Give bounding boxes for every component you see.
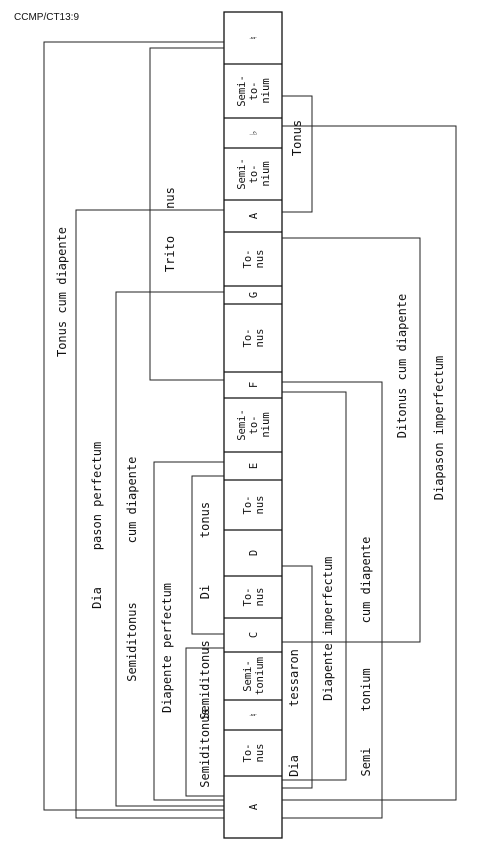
scale-cell-text: Semi- [236,158,248,190]
bracket-tonus-cum-diapente [43,41,224,811]
label-cum-diapente-1: cum diapente [125,457,139,544]
scale-cell-text: To- [242,496,254,515]
scale-cell-text: G [248,292,260,298]
scale-cell-text: nus [254,744,266,763]
manuscript-code: CCMP/CT13:9 [14,12,79,23]
bracket-diapason-imperfectum [282,125,457,801]
scale-cell-text: nus [254,329,266,348]
label-diapente-perfectum: Diapente perfectum [160,583,174,713]
label-semi: Semi [359,748,373,777]
scale-column: ATo-nus♮Semi-toniumCTo-nusDTo-nusESemi-t… [223,11,283,839]
scale-cell-text: A [248,803,260,810]
scale-cell-text: ♮ [248,712,260,718]
scale-frame [223,11,283,839]
label-pason-perfectum: pason perfectum [90,442,104,550]
label-tessaron: tessaron [287,649,301,707]
scale-cell-text: to- [248,82,260,101]
scale-cell-text: To- [242,329,254,348]
scale-cell-text: ♭ [248,130,260,136]
bracket-semitonium-cum-diapente [282,381,383,819]
interval-brackets [43,41,457,819]
scale-cell-text: nus [254,496,266,515]
scale-cell-text: To- [242,744,254,763]
interval-labels: Tonus cum diapente Dia pason perfectum S… [55,120,446,788]
scale-cell-text: nium [260,161,272,186]
label-ditonus-di: Di [198,585,212,599]
bracket-ditonus-cum-diapente [282,237,421,643]
scale-cell-text: nus [254,588,266,607]
bracket-ditonus [191,475,224,635]
scale-cell-text: To- [242,588,254,607]
label-dia-3: Dia [321,679,335,701]
scale-cell-text: ♮ [248,35,260,41]
label-cum-diapente-2: cum diapente [359,537,373,624]
scale-cell-text: Semi- [236,75,248,107]
bracket-semiditonus-low [185,647,224,797]
label-semiditonus-cum: Semiditonus [125,602,139,681]
bracket-diapente-imperfectum [282,391,347,781]
scale-cell-text: nus [254,250,266,269]
label-diapason-imperfectum: Diapason imperfectum [432,356,446,501]
label-ditonus-tonus: tonus [198,502,212,538]
label-tonus-cum-diapente: Tonus cum diapente [55,227,69,357]
bracket-tonus-top [282,95,313,213]
label-dia-1: Dia [90,587,104,609]
scale-cell-text: nium [260,412,272,437]
scale-cell-text: D [248,550,260,556]
label-semiditonus-low: Semiditonus [198,708,212,787]
label-dia-2: Dia [287,755,301,777]
scale-cell-text: nium [260,78,272,103]
scale-cell-text: C [248,632,260,638]
bracket-tritonus [149,47,224,381]
label-ditonus-cum-diapente: Ditonus cum diapente [395,294,409,439]
bracket-semiditonus-cum-diapente [115,291,224,807]
scale-cell-text: Semi- [242,660,254,692]
scale-cell-text: Semi- [236,409,248,441]
scale-cell-text: F [248,382,260,388]
bracket-diapente-perfectum [153,461,224,801]
bracket-diatessaron [282,565,313,789]
label-tonium: tonium [359,668,373,711]
scale-cell-text: tonium [254,657,266,695]
scale-cell-text: To- [242,250,254,269]
label-trito: Trito [163,236,177,272]
label-nus: nus [163,187,177,209]
label-pente-imperfectum: pente imperfectum [321,557,335,680]
scale-cell-text: to- [248,165,260,184]
label-tonus-top: Tonus [290,120,304,156]
label-semiditonus-inner: Semiditonus [198,640,212,719]
scale-cell-text: E [248,463,260,469]
scale-cell-text: to- [248,416,260,435]
scale-cell-text: A [248,212,260,219]
